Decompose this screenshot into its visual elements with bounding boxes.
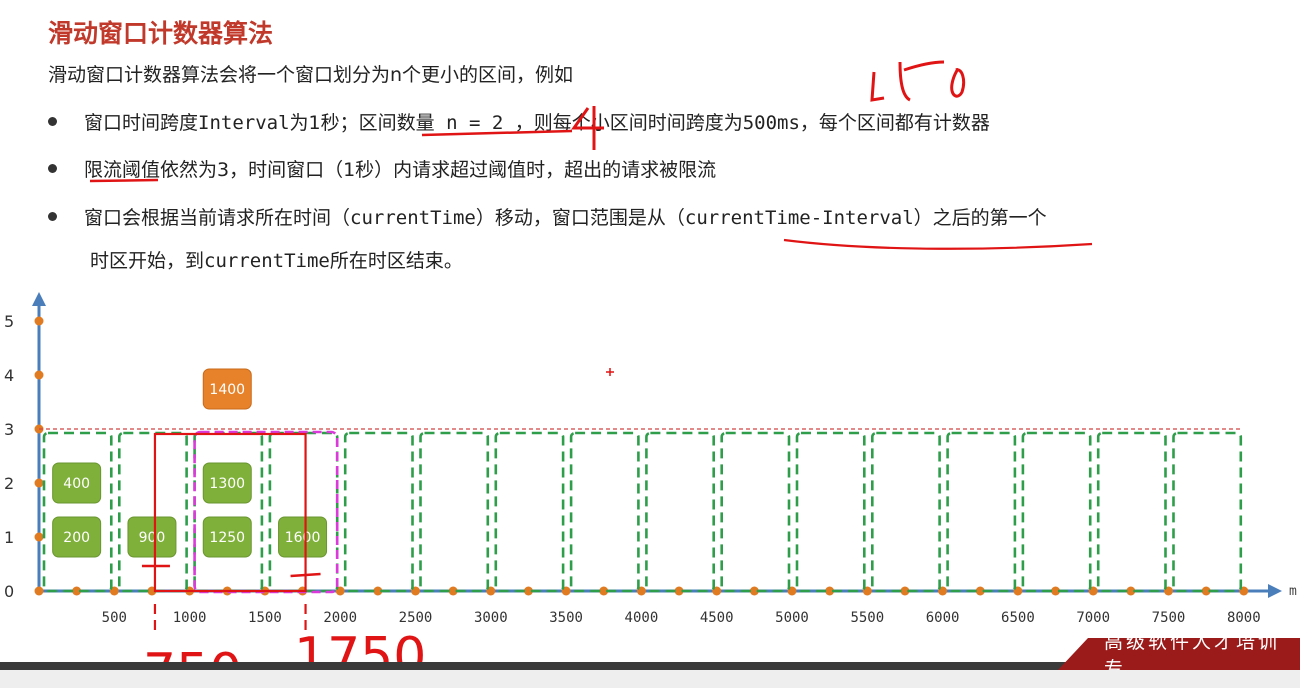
x-half-tick-dot <box>900 586 910 596</box>
x-half-tick-dot <box>72 586 82 596</box>
x-half-tick-dot <box>975 586 985 596</box>
interval-box <box>870 431 941 593</box>
interval-box <box>419 431 490 593</box>
request-box <box>202 516 252 558</box>
bullet-3: 窗口会根据当前请求所在时间（currentTime）移动，窗口范围是从（curr… <box>48 203 1047 230</box>
request-label: 1600 <box>285 530 321 546</box>
x-tick-label: 4500 <box>700 610 734 626</box>
request-box <box>127 516 177 558</box>
x-half-tick-dot <box>373 586 383 596</box>
y-tick-label: 5 <box>4 312 14 331</box>
y-tick-dot <box>34 586 44 596</box>
bullet-2: 限流阈值依然为3，时间窗口（1秒）内请求超过阈值时，超出的请求被限流 <box>48 155 716 182</box>
x-tick-label: 3500 <box>549 610 583 626</box>
x-tick-label: 8000 <box>1227 610 1261 626</box>
bottom-strip <box>0 670 1300 688</box>
request-box <box>278 516 328 558</box>
interval-box <box>795 431 866 593</box>
x-half-tick-dot <box>674 586 684 596</box>
request-label: 1250 <box>209 530 245 546</box>
annotation-window-box <box>153 432 307 593</box>
y-tick-label: 2 <box>4 474 14 493</box>
x-tick-label: 1000 <box>173 610 207 626</box>
bullet-dot <box>48 212 57 221</box>
interval-box <box>645 431 716 593</box>
x-tick-label: 5000 <box>775 610 809 626</box>
y-tick-label: 0 <box>4 582 14 601</box>
underline-current <box>783 238 1093 250</box>
interval-box <box>1172 431 1243 593</box>
x-tick-label: 500 <box>102 610 127 626</box>
request-label: 1300 <box>209 476 245 492</box>
y-tick-label: 1 <box>4 528 14 547</box>
y-axis-arrow <box>32 292 46 306</box>
request-box <box>202 368 252 410</box>
handwritten-scribble <box>870 60 966 102</box>
x-half-tick-dot <box>599 586 609 596</box>
underline-limit <box>89 178 159 183</box>
x-tick-label: 3000 <box>474 610 508 626</box>
annotation-drop-lines <box>153 604 307 634</box>
bullet-dot <box>48 164 57 173</box>
x-tick-label: 7500 <box>1152 610 1186 626</box>
x-tick-label: 4000 <box>625 610 659 626</box>
request-box <box>52 462 102 504</box>
x-tick-label: 2500 <box>399 610 433 626</box>
x-half-tick-dot <box>825 586 835 596</box>
y-tick-label: 4 <box>4 366 14 385</box>
interval-box <box>268 431 339 593</box>
y-tick-dot <box>34 478 44 488</box>
intro-text: 滑动窗口计数器算法会将一个窗口划分为n个更小的区间，例如 <box>48 64 574 86</box>
handwritten-4 <box>571 106 604 150</box>
bullet-3-continued: 时区开始，到currentTime所在时区结束。 <box>90 250 463 272</box>
cursor-mark <box>606 368 614 376</box>
x-half-tick-dot <box>1126 586 1136 596</box>
x-tick-label: 2000 <box>323 610 357 626</box>
current-window <box>193 430 339 594</box>
y-tick-dot <box>34 532 44 542</box>
underline-n <box>421 129 573 137</box>
bullet-dot <box>48 117 57 126</box>
interval-box <box>494 431 565 593</box>
x-half-tick-dot <box>1201 586 1211 596</box>
interval-box <box>42 431 113 593</box>
x-tick-label: 6500 <box>1001 610 1035 626</box>
x-axis-arrow <box>1268 584 1282 598</box>
interval-box <box>193 431 264 593</box>
x-half-tick-dot <box>523 586 533 596</box>
x-tick-label: 1500 <box>248 610 282 626</box>
brand-banner: 高级软件人才培训专 <box>1058 638 1300 670</box>
page-title: 滑动窗口计数器算法 <box>48 19 274 48</box>
interval-box <box>946 431 1017 593</box>
interval-box <box>569 431 640 593</box>
request-label: 900 <box>139 530 166 546</box>
interval-box <box>720 431 791 593</box>
interval-box <box>118 431 188 593</box>
bullet-1: 窗口时间跨度Interval为1秒；区间数量 n = 2 ，则每个小区间时间跨度… <box>48 108 990 135</box>
x-half-tick-dot <box>749 586 759 596</box>
request-label: 200 <box>63 530 90 546</box>
x-tick-label: 5500 <box>850 610 884 626</box>
annotation-ticks <box>141 564 321 578</box>
interval-box <box>1021 431 1092 593</box>
interval-box <box>343 431 414 593</box>
x-tick-label: 7000 <box>1076 610 1110 626</box>
request-label: 1400 <box>209 382 245 398</box>
request-label: 400 <box>63 476 90 492</box>
y-tick-dot <box>34 370 44 380</box>
x-half-tick-dot <box>448 586 458 596</box>
interval-box <box>1096 431 1167 593</box>
y-tick-label: 3 <box>4 420 14 439</box>
request-box <box>52 516 102 558</box>
request-box <box>202 462 252 504</box>
y-tick-dot <box>34 316 44 326</box>
x-axis-unit: m <box>1289 584 1297 599</box>
x-tick-label: 6000 <box>926 610 960 626</box>
bottom-bar <box>0 662 1300 670</box>
x-half-tick-dot <box>1051 586 1061 596</box>
